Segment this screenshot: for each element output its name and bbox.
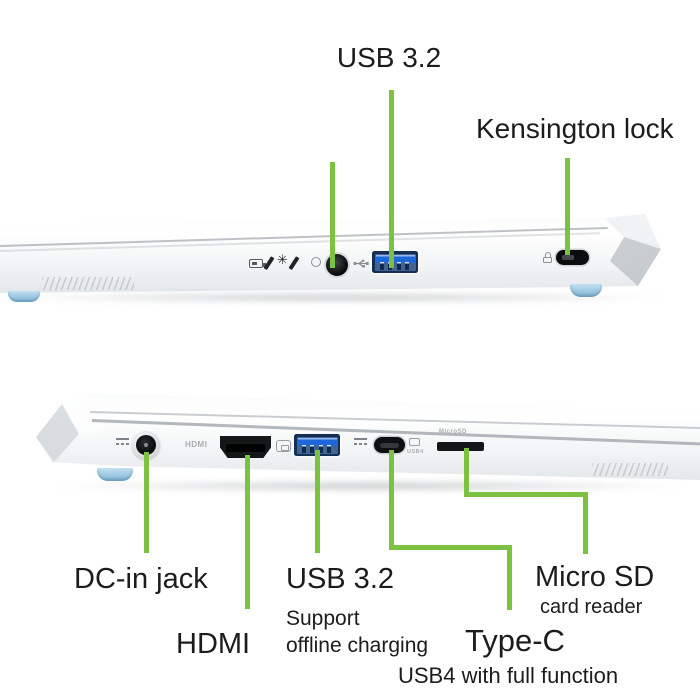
offline-charging-icon — [276, 440, 291, 452]
usb-label: USB 3.2 — [336, 42, 442, 73]
usb32-label: USB 3.2 — [286, 563, 394, 595]
hdmi-label: HDMI — [176, 628, 251, 660]
usb-a-port — [372, 251, 418, 273]
callout-line-kensington — [565, 158, 570, 255]
callout-line-usb — [315, 450, 320, 553]
typec-sublabel: USB4 with full function — [398, 663, 619, 688]
rubber-foot — [97, 468, 133, 481]
hdmi-engraving: HDMI — [185, 440, 208, 449]
microsd-engraving: MicroSD — [439, 429, 467, 435]
vent-grille — [42, 277, 134, 290]
callout-line-microsd-h — [464, 492, 588, 497]
usb32-sublabel-2: offline charging — [286, 634, 429, 657]
power-delivery-icon — [354, 438, 367, 445]
kensington-label: Kensington lock — [476, 113, 674, 144]
vent-grille — [592, 463, 668, 476]
usb-c-port — [374, 437, 405, 453]
usb-icon — [353, 259, 369, 268]
headset-icon — [311, 257, 321, 267]
drop-shadow — [55, 480, 685, 492]
drop-shadow — [4, 292, 664, 303]
callout-line-dcin — [144, 452, 149, 553]
callout-line-typec-v1 — [389, 450, 394, 550]
kensington-lock-slot — [556, 250, 589, 265]
typec-label: Type-C — [465, 623, 565, 658]
usb4-engraving: USB4 — [407, 449, 424, 455]
callout-line-headset — [330, 162, 335, 268]
dc-in-icon — [116, 438, 129, 445]
microsd-slot — [437, 442, 484, 451]
kensington-lock-icon — [543, 252, 552, 263]
callout-line-hdmi — [245, 455, 250, 609]
usb4-icon — [409, 438, 420, 446]
usb32-sublabel-1: Support — [286, 607, 360, 630]
callout-line-typec-h — [389, 545, 512, 550]
callout-line-microsd-v2 — [583, 492, 588, 554]
microsd-sublabel: card reader — [540, 596, 643, 618]
usb-a-port — [294, 434, 340, 456]
power-indicator-icon: ✳ — [277, 253, 288, 268]
callout-line-typec-v2 — [507, 545, 512, 610]
dcin-label: DC-in jack — [74, 563, 208, 595]
callout-line-usb — [389, 90, 394, 268]
microsd-label: Micro SD — [535, 561, 655, 593]
hdmi-port — [220, 436, 271, 458]
callout-line-microsd-v1 — [464, 448, 469, 497]
